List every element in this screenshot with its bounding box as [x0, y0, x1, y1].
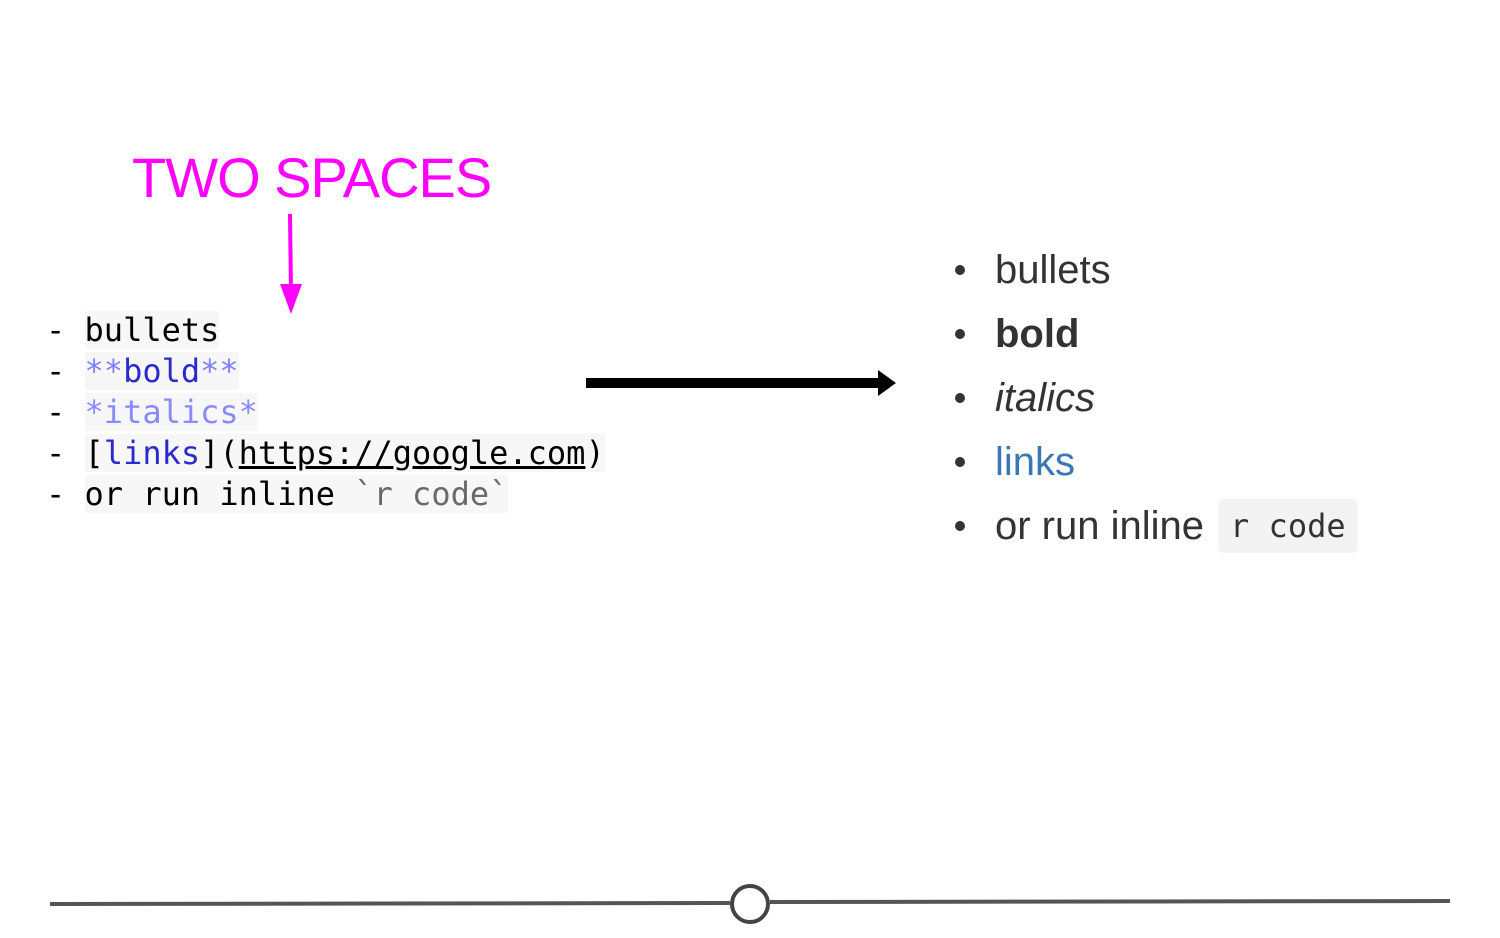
source-segment: links: [103, 434, 201, 472]
source-segment: or run inline: [84, 475, 355, 513]
markdown-source: - bullets- **bold**- *italics*- [links](…: [46, 310, 605, 515]
source-segment: https://google.com: [238, 434, 586, 472]
bold-text: bold: [995, 311, 1080, 356]
source-segment: **: [200, 352, 239, 390]
source-dash: -: [46, 393, 85, 431]
pink-arrow-icon: [280, 214, 302, 314]
source-dash: -: [46, 311, 85, 349]
bullet-icon: [955, 393, 965, 403]
link-text[interactable]: links: [995, 439, 1076, 484]
inline-prefix-text: or run inline: [995, 503, 1205, 548]
list-item-inline-code: or run inline r code: [955, 494, 1358, 558]
list-item-bullets: bullets: [955, 238, 1358, 302]
source-segment: *italics*: [84, 393, 258, 431]
rendered-list: bullets bold italics links or run inline…: [955, 238, 1358, 558]
right-arrow-icon: [586, 370, 896, 396]
list-item-bold: bold: [955, 302, 1358, 366]
italic-text: italics: [995, 375, 1096, 420]
source-segment: ): [585, 434, 605, 472]
item-text: bullets: [995, 247, 1111, 292]
source-line: - [links](https://google.com): [46, 433, 605, 474]
source-line: - **bold**: [46, 351, 605, 392]
source-segment: ](: [200, 434, 239, 472]
source-segment: **: [84, 352, 124, 390]
list-item-italics: italics: [955, 366, 1358, 430]
slide-divider: [49, 884, 1451, 924]
source-dash: -: [46, 434, 85, 472]
annotation-label: TWO SPACES: [132, 146, 492, 209]
source-line: - or run inline `r code`: [46, 474, 605, 515]
source-segment: bullets: [84, 311, 220, 349]
source-segment: `r code`: [354, 475, 509, 513]
bullet-icon: [955, 329, 965, 339]
source-line: - bullets: [46, 310, 605, 351]
source-segment: bold: [123, 352, 201, 390]
bullet-icon: [955, 521, 965, 531]
inline-code: r code: [1218, 499, 1358, 553]
list-item-links: links: [955, 430, 1358, 494]
source-dash: -: [46, 475, 85, 513]
bullet-icon: [955, 457, 965, 467]
source-segment: [: [84, 434, 104, 472]
bullet-icon: [955, 265, 965, 275]
source-line: - *italics*: [46, 392, 605, 433]
source-dash: -: [46, 352, 85, 390]
